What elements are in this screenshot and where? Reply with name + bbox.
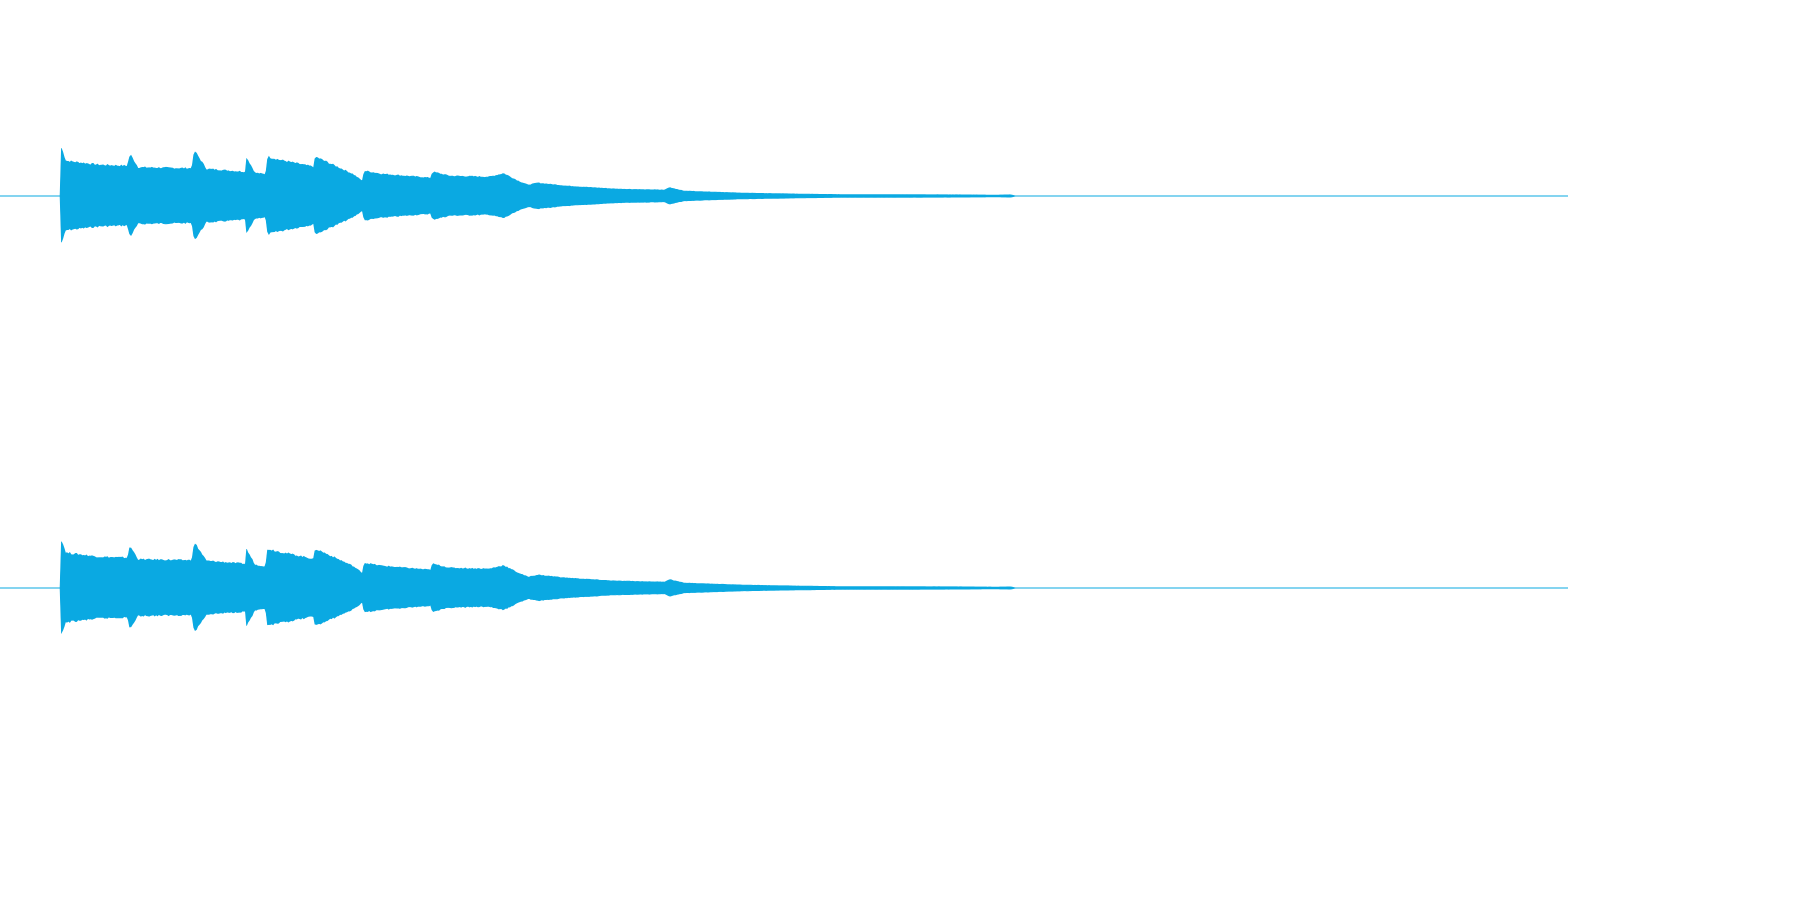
- channel-1: [0, 148, 1568, 243]
- waveform-svg: [0, 148, 1568, 635]
- channel-2: [0, 541, 1568, 635]
- waveform-view: [0, 148, 1568, 635]
- channel-1-waveform: [59, 148, 1035, 243]
- channel-2-waveform: [59, 541, 1035, 635]
